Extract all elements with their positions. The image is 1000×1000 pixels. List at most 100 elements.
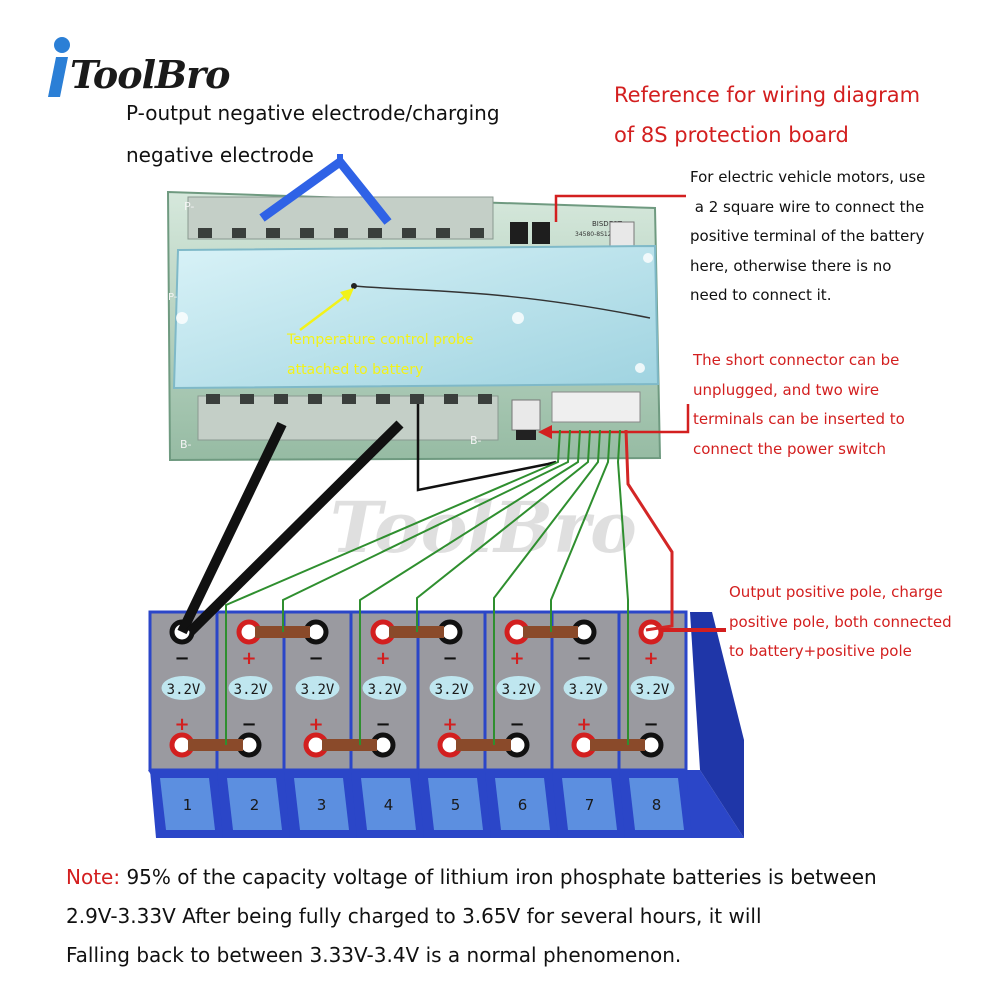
output-note-line: to battery+positive pole — [729, 642, 912, 660]
watermark-text: ToolBro — [330, 486, 637, 569]
switch-note: The short connector can be unplugged, an… — [693, 346, 993, 464]
terminal-sign: + — [375, 648, 390, 669]
switch-note-pointer — [548, 404, 690, 434]
battery-cell: 83.2V+− — [617, 610, 692, 838]
balance-wire — [282, 429, 571, 632]
voltage-label: 3.2V — [435, 682, 469, 698]
motor-note: For electric vehicle motors, use a 2 squ… — [690, 163, 990, 311]
terminal-sign: + — [576, 714, 591, 735]
temp-probe-note-line: attached to battery — [287, 362, 424, 378]
voltage-badge — [496, 676, 541, 700]
motor-note-line: a 2 square wire to connect the — [690, 197, 925, 216]
cell-number: 8 — [652, 796, 662, 814]
cell-number: 4 — [384, 796, 394, 814]
terminal-sign: − — [174, 648, 189, 669]
balance-wire — [493, 429, 601, 745]
silk-p-side: P- — [168, 292, 178, 303]
terminal-sign: − — [576, 648, 591, 669]
terminal-sign: − — [509, 714, 524, 735]
voltage-badge — [295, 676, 340, 700]
voltage-label: 3.2V — [167, 682, 201, 698]
battery-cell: 4 3.2V + − — [349, 610, 424, 838]
switch-note-line: connect the power switch — [693, 439, 886, 458]
balance-connector — [551, 391, 641, 423]
balance-wires — [225, 429, 629, 745]
cell-label-panel — [361, 778, 416, 830]
motor-note-line: need to connect it. — [690, 286, 832, 304]
busbar — [322, 739, 377, 751]
battery-bank: 13.2V−+23.2V+−33.2V−+43.2V+−53.2V−+63.2V… — [148, 610, 744, 838]
busbar — [456, 739, 511, 751]
motor-note-line: For electric vehicle motors, use — [690, 168, 926, 186]
mosfet-tabs-top — [198, 228, 484, 238]
switch-note-line: terminals can be inserted to — [693, 410, 905, 428]
voltage-badge — [161, 676, 206, 700]
terminal-sign: + — [241, 648, 256, 669]
mosfet-tabs-bottom — [206, 394, 492, 404]
busbar — [590, 739, 645, 751]
diagram-title: Reference for wiring diagram of 8S prote… — [614, 75, 974, 155]
balance-wire — [225, 429, 561, 745]
heatsink-plate — [172, 244, 660, 390]
logo — [40, 35, 250, 105]
terminal-sign: + — [509, 648, 524, 669]
voltage-badge — [228, 676, 273, 700]
note-lead: Note: — [66, 865, 121, 889]
bottom-note-line1-text: 95% of the capacity voltage of lithium i… — [120, 865, 877, 889]
battery-cell: 73.2V−+ — [550, 610, 625, 838]
cell-label-panel — [495, 778, 550, 830]
positive-balance-wire — [624, 429, 674, 632]
terminal-sign: + — [442, 714, 457, 735]
p-output-label-line1: P-output negative electrode/charging — [126, 101, 500, 125]
terminal-sign: − — [241, 714, 256, 735]
switch-note-line: unplugged, and two wire — [693, 380, 880, 399]
busbar — [188, 739, 243, 751]
terminal-sign: + — [308, 714, 323, 735]
battery-cell: 33.2V−+ — [282, 610, 357, 838]
voltage-badge — [362, 676, 407, 700]
component-2 — [532, 222, 550, 244]
battery-cell: 23.2V+− — [215, 610, 290, 838]
board-model: 34580-8S120A — [575, 231, 620, 238]
output-note-line: positive pole, both connected — [729, 612, 952, 631]
b-sense-wire — [416, 404, 557, 492]
qr-code — [609, 221, 635, 247]
motor-note-line: positive terminal of the battery — [690, 227, 925, 245]
cell-label-panel — [562, 778, 617, 830]
logo-text: ToolBro — [70, 52, 231, 97]
p-output-label: P-output negative electrode/charging neg… — [126, 92, 556, 176]
motor-note-pointer — [554, 194, 686, 222]
board-brand: BISDEST — [592, 220, 623, 228]
voltage-badge — [429, 676, 474, 700]
terminal-sign: − — [308, 648, 323, 669]
voltage-label: 3.2V — [368, 682, 402, 698]
cell-number: 6 — [518, 796, 528, 814]
output-note: Output positive pole, charge positive po… — [729, 578, 989, 667]
negative-wire-2 — [186, 420, 404, 636]
bottom-note-line3: Falling back to between 3.33V-3.4V is a … — [66, 943, 682, 967]
cell-number: 1 — [183, 796, 193, 814]
balance-wire — [616, 429, 629, 745]
cell-number: 2 — [250, 796, 260, 814]
battery-cell: 6 3.2V + − — [483, 610, 558, 838]
cell-label-panel — [629, 778, 684, 830]
cell-label-panel — [227, 778, 282, 830]
positive-terminal-icon — [638, 619, 664, 645]
terminal-sign: + — [643, 648, 658, 669]
protection-board: BISDEST 34580-8S120A P- P- B- B- — [166, 190, 662, 462]
bottom-note: Note: 95% of the capacity voltage of lit… — [66, 858, 986, 975]
p-output-label-line2: negative electrode — [126, 143, 314, 167]
balance-wire — [550, 429, 611, 632]
cell-number: 7 — [585, 796, 595, 814]
bottom-note-line1: Note: 95% of the capacity voltage of lit… — [66, 858, 986, 897]
busbars — [188, 626, 645, 751]
output-note-line: Output positive pole, charge — [729, 583, 943, 601]
cell-label-panel — [160, 778, 215, 830]
temp-probe-note: Temperature control probe attached to ba… — [287, 325, 547, 385]
voltage-label: 3.2V — [502, 682, 536, 698]
battery-cell: 13.2V−+ — [148, 610, 223, 838]
silk-b-right: B- — [470, 434, 482, 447]
terminal-sign: − — [375, 714, 390, 735]
voltage-badge — [563, 676, 608, 700]
